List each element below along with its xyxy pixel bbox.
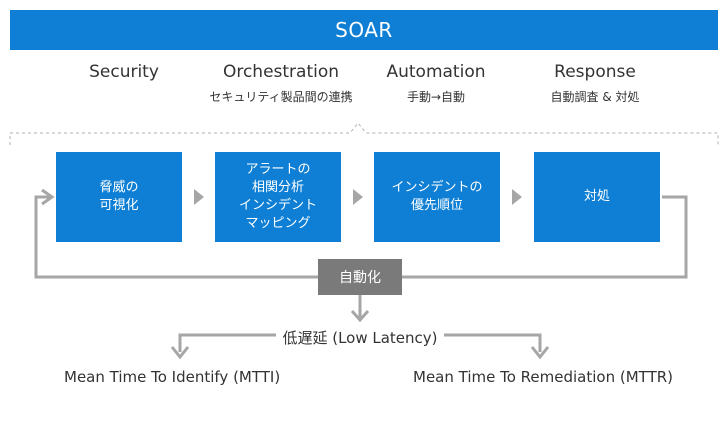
step-arrow-2: [353, 189, 363, 205]
column-head: Automation: [386, 62, 486, 82]
feedback-arrowhead: [41, 188, 55, 206]
step-alert-correlation: アラートの 相関分析 インシデント マッピング: [215, 152, 341, 242]
step-threat-visualization: 脅威の 可視化: [56, 152, 182, 242]
down-arrowhead: [350, 310, 370, 323]
dashed-bracket: [9, 122, 719, 145]
column-sub: 手動→自動: [406, 90, 466, 104]
automation-box: 自動化: [318, 259, 402, 295]
column-head: Response: [554, 62, 636, 82]
metric-mtti: Mean Time To Identify (MTTI): [64, 368, 281, 386]
step-incident-priority: インシデントの 優先順位: [374, 152, 500, 242]
left-arrowhead: [170, 346, 190, 360]
column-orchestration: Orchestration セキュリティ製品間の連携: [186, 62, 376, 105]
column-automation: Automation 手動→自動: [375, 62, 497, 105]
column-head: Orchestration: [222, 62, 340, 82]
column-sub: 自動調査 & 対処: [550, 90, 640, 104]
metric-mttr: Mean Time To Remediation (MTTR): [413, 368, 674, 386]
column-response: Response 自動調査 & 対処: [530, 62, 660, 105]
right-arrowhead: [530, 346, 550, 360]
column-head: Security: [89, 62, 159, 82]
step-arrow-1: [194, 189, 204, 205]
latency-label: 低遅延 (Low Latency): [190, 327, 530, 348]
column-security: Security: [64, 62, 184, 88]
step-arrow-3: [512, 189, 522, 205]
step-response: 対処: [534, 152, 660, 242]
column-sub: セキュリティ製品間の連携: [209, 90, 353, 104]
latency-text: 低遅延 (Low Latency): [276, 329, 444, 347]
soar-banner: SOAR: [10, 10, 718, 50]
